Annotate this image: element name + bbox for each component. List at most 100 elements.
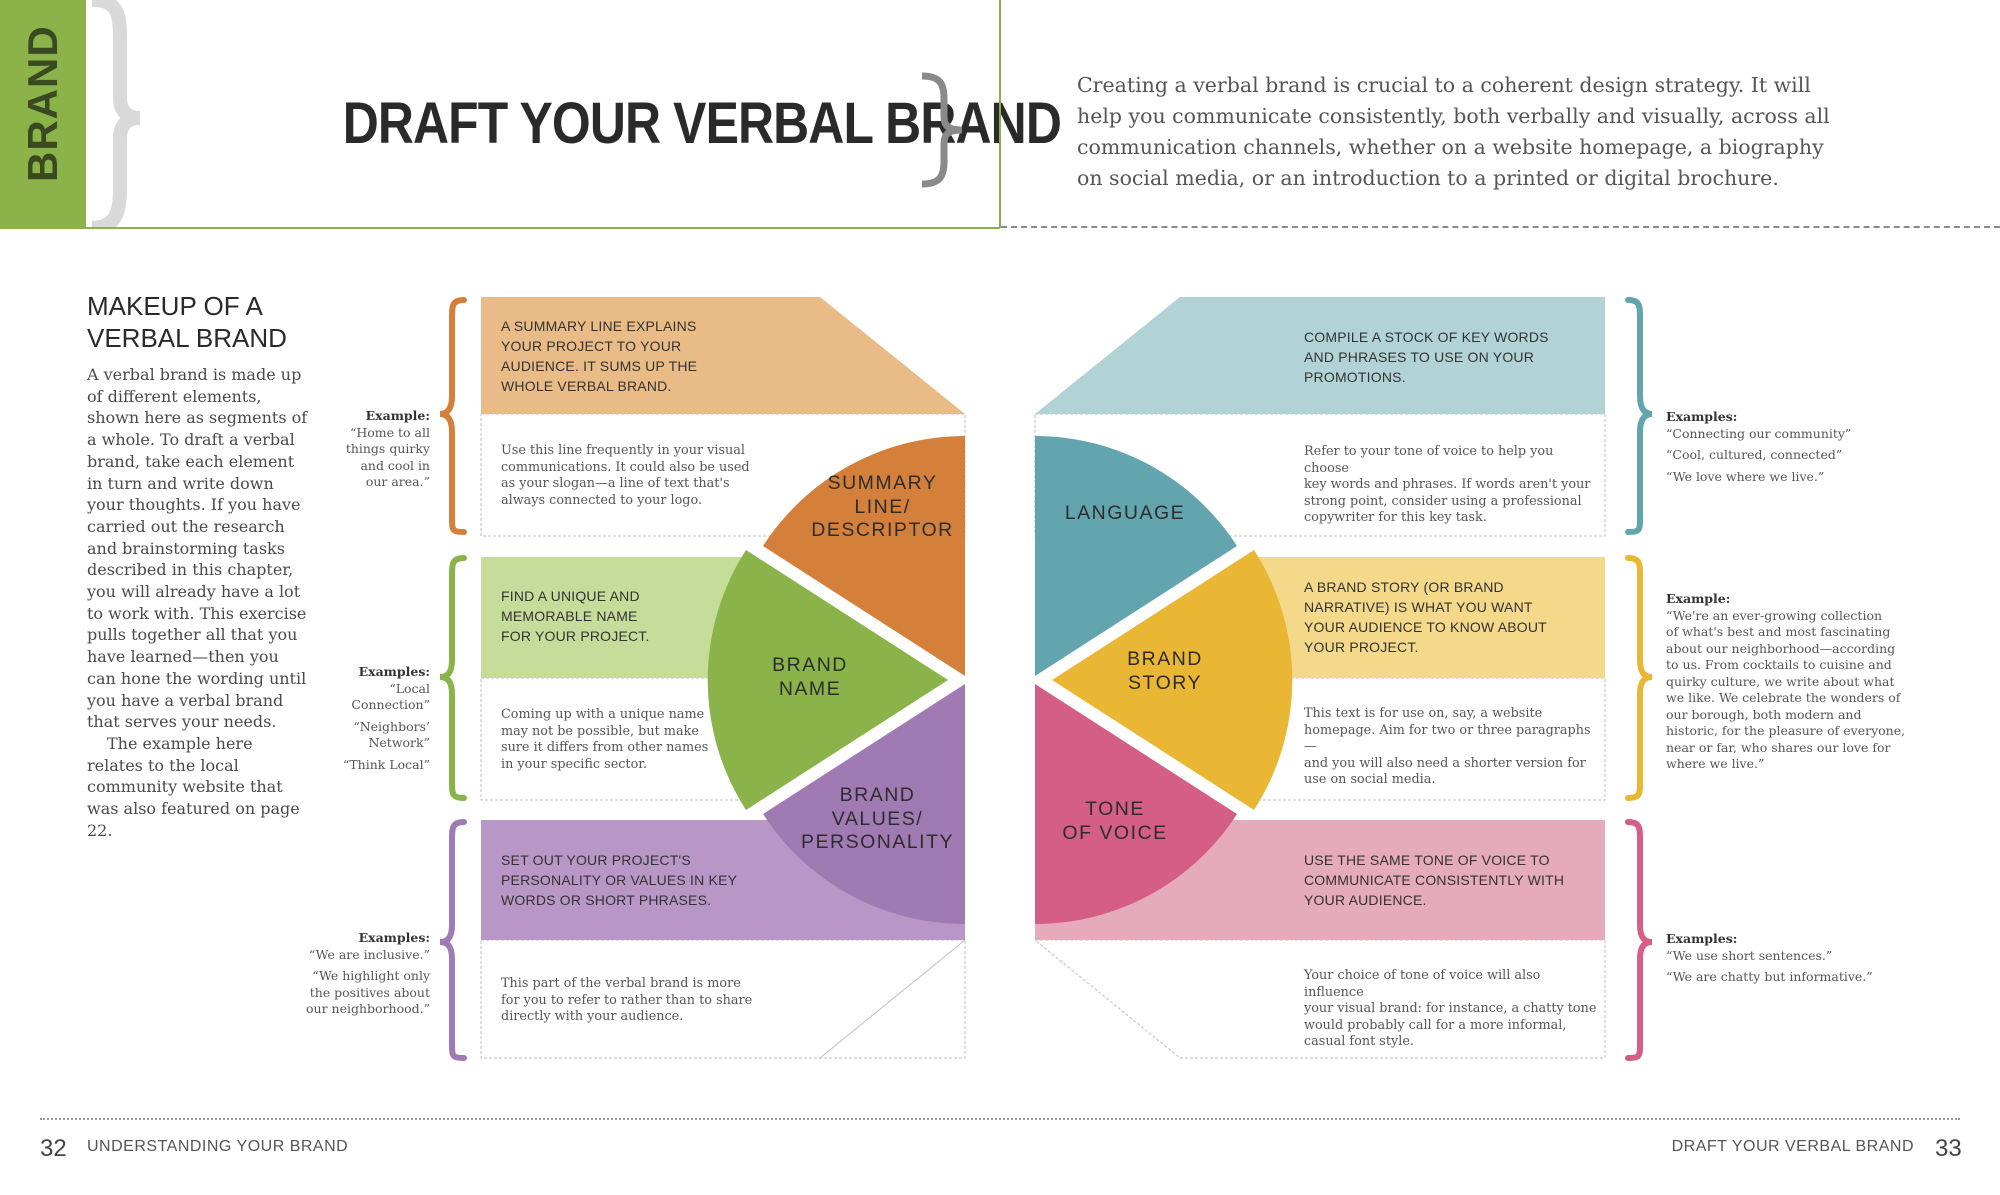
values-description: This part of the verbal brand is more fo… — [501, 976, 761, 1026]
segment-label-line: STORY — [1128, 671, 1202, 694]
header-line: PROMOTIONS. — [1304, 369, 1406, 385]
example-line: “Cool, cultured, connected” — [1666, 447, 1843, 462]
language-header-text: COMPILE A STOCK OF KEY WORDS AND PHRASES… — [1304, 327, 1594, 387]
segment-label-line: BRAND — [772, 654, 848, 676]
example-line: near or far, who shares our love for — [1666, 739, 1891, 755]
header-divider — [999, 0, 1001, 228]
header-line: AUDIENCE. IT SUMS UP THE — [501, 358, 698, 374]
example-line: “We use short sentences.” — [1666, 947, 1833, 963]
story-wedge — [1052, 550, 1293, 810]
desc-line: Refer to your tone of voice to help you … — [1304, 444, 1554, 476]
header-line: NARRATIVE) IS WHAT YOU WANT — [1304, 599, 1533, 615]
tone-header-text: USE THE SAME TONE OF VOICE TO COMMUNICAT… — [1304, 850, 1594, 910]
example-line: to us. From cocktails to cuisine and — [1666, 657, 1892, 672]
segment-label-line: DESCRIPTOR — [811, 519, 954, 541]
name-header-text: FIND A UNIQUE AND MEMORABLE NAME FOR YOU… — [501, 586, 731, 646]
desc-line: casual font style. — [1304, 1034, 1414, 1049]
example-line: our area.” — [365, 474, 430, 489]
sidebar-paragraph: The example here relates to the local co… — [87, 733, 300, 840]
example-line: the positives about — [309, 984, 430, 1000]
sidebar-body: A verbal brand is made up of different e… — [87, 364, 309, 841]
example-line: and cool in — [360, 457, 430, 473]
footer-rule — [40, 1118, 1960, 1120]
header-line: FOR YOUR PROJECT. — [501, 628, 650, 644]
desc-line: as your slogan—a line of text that's — [501, 476, 730, 491]
header-line: YOUR PROJECT. — [1304, 639, 1419, 655]
example-label: Examples: — [358, 930, 430, 945]
desc-line: and you will also need a shorter version… — [1304, 755, 1586, 771]
example-line: “Home to all — [349, 424, 430, 440]
tone-segment-label: TONE OF VOICE — [1045, 798, 1185, 845]
sidebar-heading: MAKEUP OF A VERBAL BRAND — [87, 290, 327, 354]
summary-brace — [439, 297, 467, 535]
name-wedge — [707, 550, 948, 810]
example-line: about our neighborhood—according — [1666, 640, 1896, 656]
summary-example: Example: “Home to all things quirky and … — [300, 408, 430, 491]
desc-line: sure it differs from other names — [501, 740, 709, 755]
segment-label-line: BRAND — [1127, 648, 1203, 670]
desc-line: strong point, consider using a professio… — [1304, 493, 1582, 509]
desc-line: communications. It could also be used — [501, 459, 750, 475]
tone-description: Your choice of tone of voice will also i… — [1304, 968, 1599, 1051]
intro-paragraph: Creating a verbal brand is crucial to a … — [1077, 73, 1830, 190]
story-segment-label: BRAND STORY — [1095, 648, 1235, 695]
example-line: things quirky — [345, 441, 430, 456]
language-description: Refer to your tone of voice to help you … — [1304, 444, 1599, 527]
example-line: “We're an ever-growing collection — [1666, 607, 1883, 623]
example-line: “We are chatty but informative.” — [1666, 969, 1873, 984]
desc-line: This text is for use on, say, a website — [1304, 706, 1543, 721]
values-segment-label: BRAND VALUES/ PERSONALITY — [795, 784, 960, 855]
footer-chapter-label: DRAFT YOUR VERBAL BRAND — [1671, 1138, 1914, 1155]
segment-label-line: VALUES/ — [831, 807, 924, 830]
segment-label-line: OF VOICE — [1062, 821, 1168, 844]
segment-label-line: TONE — [1085, 798, 1145, 820]
values-desc-box — [480, 939, 966, 1059]
summary-description: Use this line frequently in your visual … — [501, 443, 761, 509]
name-desc-box — [480, 677, 752, 801]
header-line: WORDS OR SHORT PHRASES. — [501, 892, 712, 908]
example-label: Example: — [365, 408, 430, 423]
header-line: USE THE SAME TONE OF VOICE TO — [1304, 852, 1550, 868]
name-brace — [439, 555, 467, 801]
example-label: Examples: — [358, 664, 430, 679]
values-desc-diagonal — [819, 939, 966, 1059]
header-line: A SUMMARY LINE EXPLAINS — [501, 318, 697, 334]
story-header-text: A BRAND STORY (OR BRAND NARRATIVE) IS WH… — [1304, 577, 1594, 657]
sidebar-heading-line: MAKEUP OF A — [87, 291, 263, 321]
segment-label-line: NAME — [778, 677, 842, 700]
header-line: AND PHRASES TO USE ON YOUR — [1304, 349, 1535, 365]
desc-line: may not be possible, but make — [501, 723, 699, 739]
segment-label-line: SUMMARY — [827, 472, 938, 494]
header-line: MEMORABLE NAME — [501, 608, 638, 624]
example-line: “We love where we live.” — [1666, 468, 1825, 484]
desc-line: use on social media. — [1304, 772, 1436, 787]
header-line: YOUR PROJECT TO YOUR — [501, 338, 682, 354]
example-line: “We highlight only — [312, 968, 430, 983]
example-line: “Think Local” — [342, 756, 430, 772]
summary-header-text: A SUMMARY LINE EXPLAINS YOUR PROJECT TO … — [501, 316, 761, 396]
example-line: “Neighbors’ — [353, 718, 430, 734]
desc-line: This part of the verbal brand is more — [501, 976, 741, 991]
example-label: Example: — [1666, 591, 1731, 606]
example-line: our neighborhood.” — [306, 1001, 430, 1016]
header-rule — [0, 227, 1000, 229]
example-line: where we live.” — [1666, 756, 1765, 771]
desc-line: in your specific sector. — [501, 756, 648, 772]
values-wedge — [763, 684, 965, 925]
desc-line: Your choice of tone of voice will also i… — [1304, 968, 1541, 1000]
header-line: FIND A UNIQUE AND — [501, 588, 640, 604]
sidebar-heading-line: VERBAL BRAND — [87, 323, 287, 353]
desc-line: Coming up with a unique name — [501, 707, 705, 722]
summary-header-band — [481, 297, 965, 414]
segment-label-line: LINE/ — [854, 495, 911, 518]
story-brace — [1625, 555, 1653, 801]
example-line: quirky culture, we write about what — [1666, 673, 1895, 689]
tone-wedge — [1035, 684, 1237, 925]
story-description: This text is for use on, say, a website … — [1304, 706, 1599, 789]
header-line: COMPILE A STOCK OF KEY WORDS — [1304, 329, 1549, 345]
header-line: COMMUNICATE CONSISTENTLY WITH — [1304, 872, 1565, 888]
values-header-text: SET OUT YOUR PROJECT'S PERSONALITY OR VA… — [501, 850, 791, 910]
example-label: Examples: — [1666, 409, 1738, 424]
desc-line: homepage. Aim for two or three paragraph… — [1304, 722, 1591, 755]
example-line: our borough, both modern and — [1666, 706, 1862, 722]
